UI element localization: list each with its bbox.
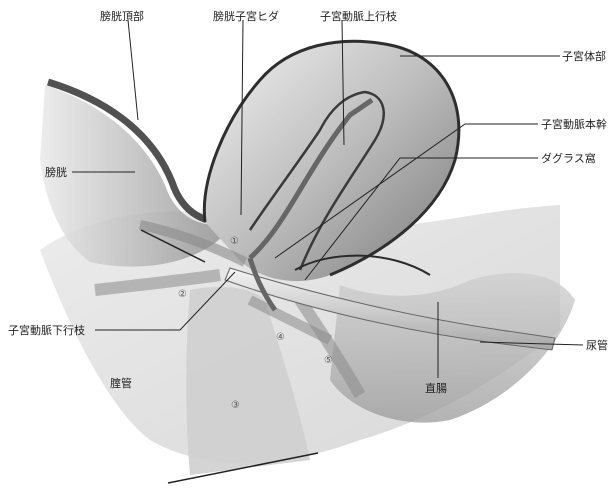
label-ureter: 尿管	[586, 339, 608, 352]
label-pouch-of-douglas: ダグラス窩	[541, 152, 596, 165]
marker-2: ②	[178, 289, 187, 300]
label-bladder: 膀胱	[45, 166, 67, 179]
leader-bladder-dome	[128, 20, 138, 120]
label-uterine-artery-ascending: 子宮動脈上行枝	[320, 10, 397, 23]
label-uterine-artery-descending: 子宮動脈下行枝	[8, 324, 85, 337]
marker-3: ③	[231, 400, 240, 411]
marker-4: ④	[276, 332, 285, 343]
label-bladder-dome: 膀胱頂部	[100, 10, 144, 23]
label-uterine-body: 子宮体部	[562, 50, 606, 63]
label-rectum: 直腸	[425, 382, 447, 395]
marker-1: ①	[230, 236, 239, 247]
label-uterine-artery-main: 子宮動脈本幹	[541, 118, 607, 131]
label-vesicouterine-fold: 膀胱子宮ヒダ	[213, 10, 279, 23]
label-vagina: 腟管	[110, 377, 132, 390]
marker-5: ⑤	[324, 355, 333, 366]
